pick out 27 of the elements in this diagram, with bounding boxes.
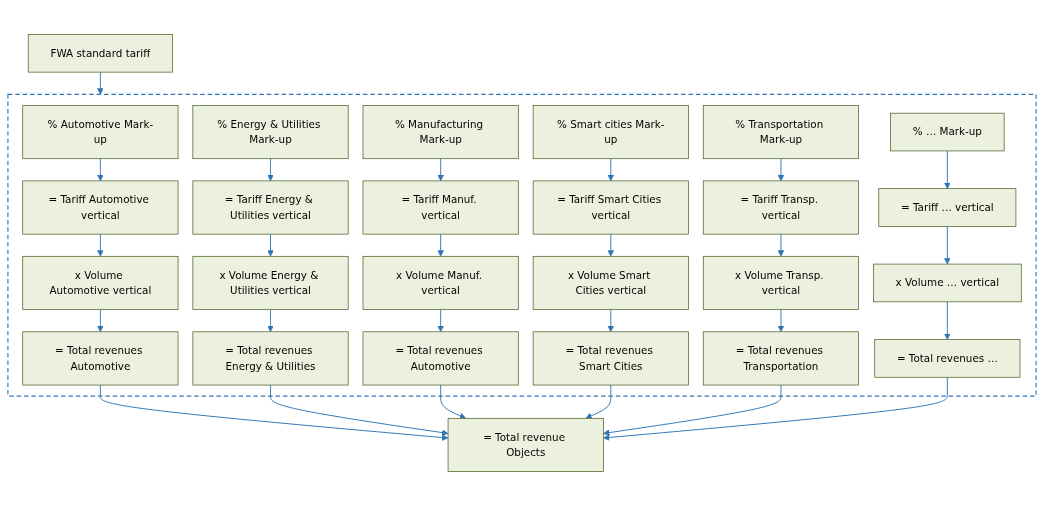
node-box: x Volume Manuf. vertical xyxy=(362,255,519,310)
node-box: % Energy & Utilities Mark-up xyxy=(192,105,349,160)
node-box: = Tariff Transp. vertical xyxy=(702,180,859,235)
node-box: FWA standard tariff xyxy=(27,34,173,73)
node-box: = Total revenues Automotive xyxy=(362,331,519,386)
node-box: = Total revenues Energy & Utilities xyxy=(192,331,349,386)
node-box: = Total revenues Automotive xyxy=(22,331,179,386)
cluster xyxy=(7,93,1037,397)
node-box: = Tariff Automotive vertical xyxy=(22,180,179,235)
node-box: = Total revenues … xyxy=(874,339,1021,378)
node-box: = Tariff Manuf. vertical xyxy=(362,180,519,235)
node-box: x Volume Smart Cities vertical xyxy=(532,255,689,310)
node-box: % Manufacturing Mark-up xyxy=(362,105,519,160)
node-box: x Volume Transp. vertical xyxy=(702,255,859,310)
node-box: % Automotive Mark-up xyxy=(22,105,179,160)
node-box: = Total revenues Smart Cities xyxy=(532,331,689,386)
node-box: x Volume Automotive vertical xyxy=(22,255,179,310)
node-box: = Total revenue Objects xyxy=(447,417,604,472)
node-box: % … Mark-up xyxy=(890,112,1005,152)
node-box: = Tariff … vertical xyxy=(878,188,1017,227)
node-box: = Total revenues Transportation xyxy=(702,331,859,386)
node-box: = Tariff Smart Cities vertical xyxy=(532,180,689,235)
node-box: x Volume … vertical xyxy=(873,263,1022,303)
node-box: = Tariff Energy & Utilities vertical xyxy=(192,180,349,235)
node-box: % Smart cities Mark-up xyxy=(532,105,689,160)
node-box: x Volume Energy & Utilities vertical xyxy=(192,255,349,310)
node-box: % Transportation Mark-up xyxy=(702,105,859,160)
